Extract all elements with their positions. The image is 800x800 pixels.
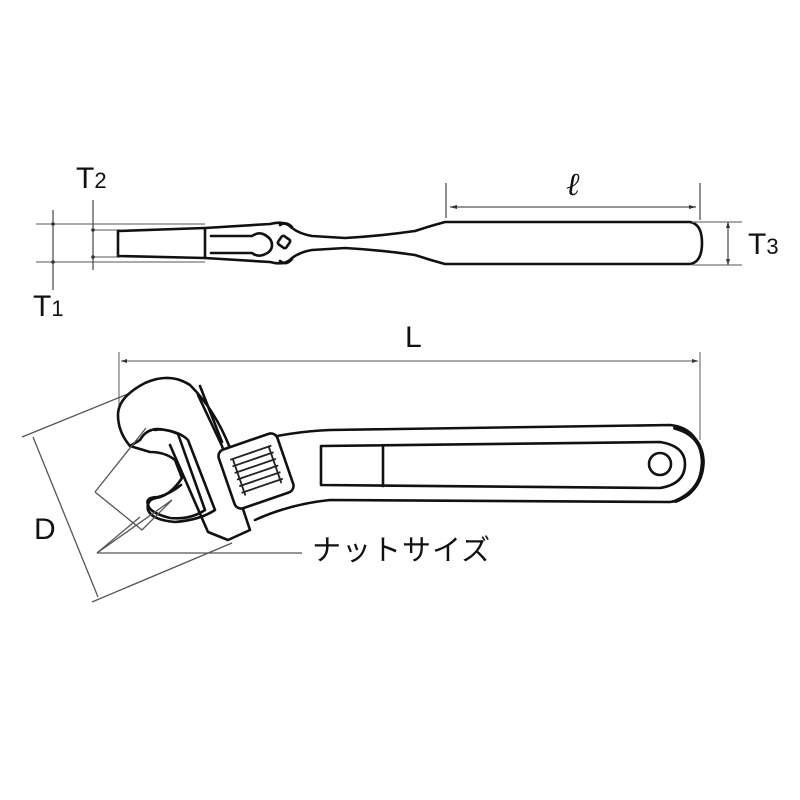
side-body-outline [203,220,704,266]
t2-main: T [76,162,95,195]
side-slot-keyhole [209,232,274,257]
worm-gear[interactable] [217,432,296,511]
bump-bottom [278,257,294,265]
overall-length-label: L [405,321,422,354]
t3-main: T [748,228,767,261]
D-extension-top [21,386,146,438]
t1-main: T [33,290,52,323]
t2-label: T2 [76,164,107,194]
jaw-rib [198,384,224,444]
side-view [36,183,742,290]
handle-outer [228,423,704,522]
top-view [21,352,705,603]
handle-length-label: ℓ [566,165,580,203]
t1-sub: 1 [51,296,64,321]
nut-size-label: ナットサイズ [312,533,492,567]
nut-outline [94,427,173,531]
handle-inner-groove [319,440,687,490]
t1-label: T1 [33,292,64,322]
bump-top [278,222,294,229]
jaw-inner-profile [146,428,207,520]
leader-line-2 [96,499,173,554]
knurl-lines [230,444,283,496]
leader-line-1 [96,516,141,554]
pin-icon [276,234,292,250]
D-extension-bottom [91,542,233,603]
t3-label: T3 [748,230,779,260]
side-jaw-outline [116,226,207,260]
handle-end-cap [673,426,705,503]
wrench-head-outline [116,376,232,524]
D-dimension-line [32,436,99,598]
movable-jaw-outline [168,393,252,542]
worm-gear-frame [217,432,295,510]
jaw-diagonal-label: D [34,513,56,546]
t3-sub: 3 [766,234,779,259]
hang-hole-icon [647,451,673,477]
t2-sub: 2 [94,168,107,193]
